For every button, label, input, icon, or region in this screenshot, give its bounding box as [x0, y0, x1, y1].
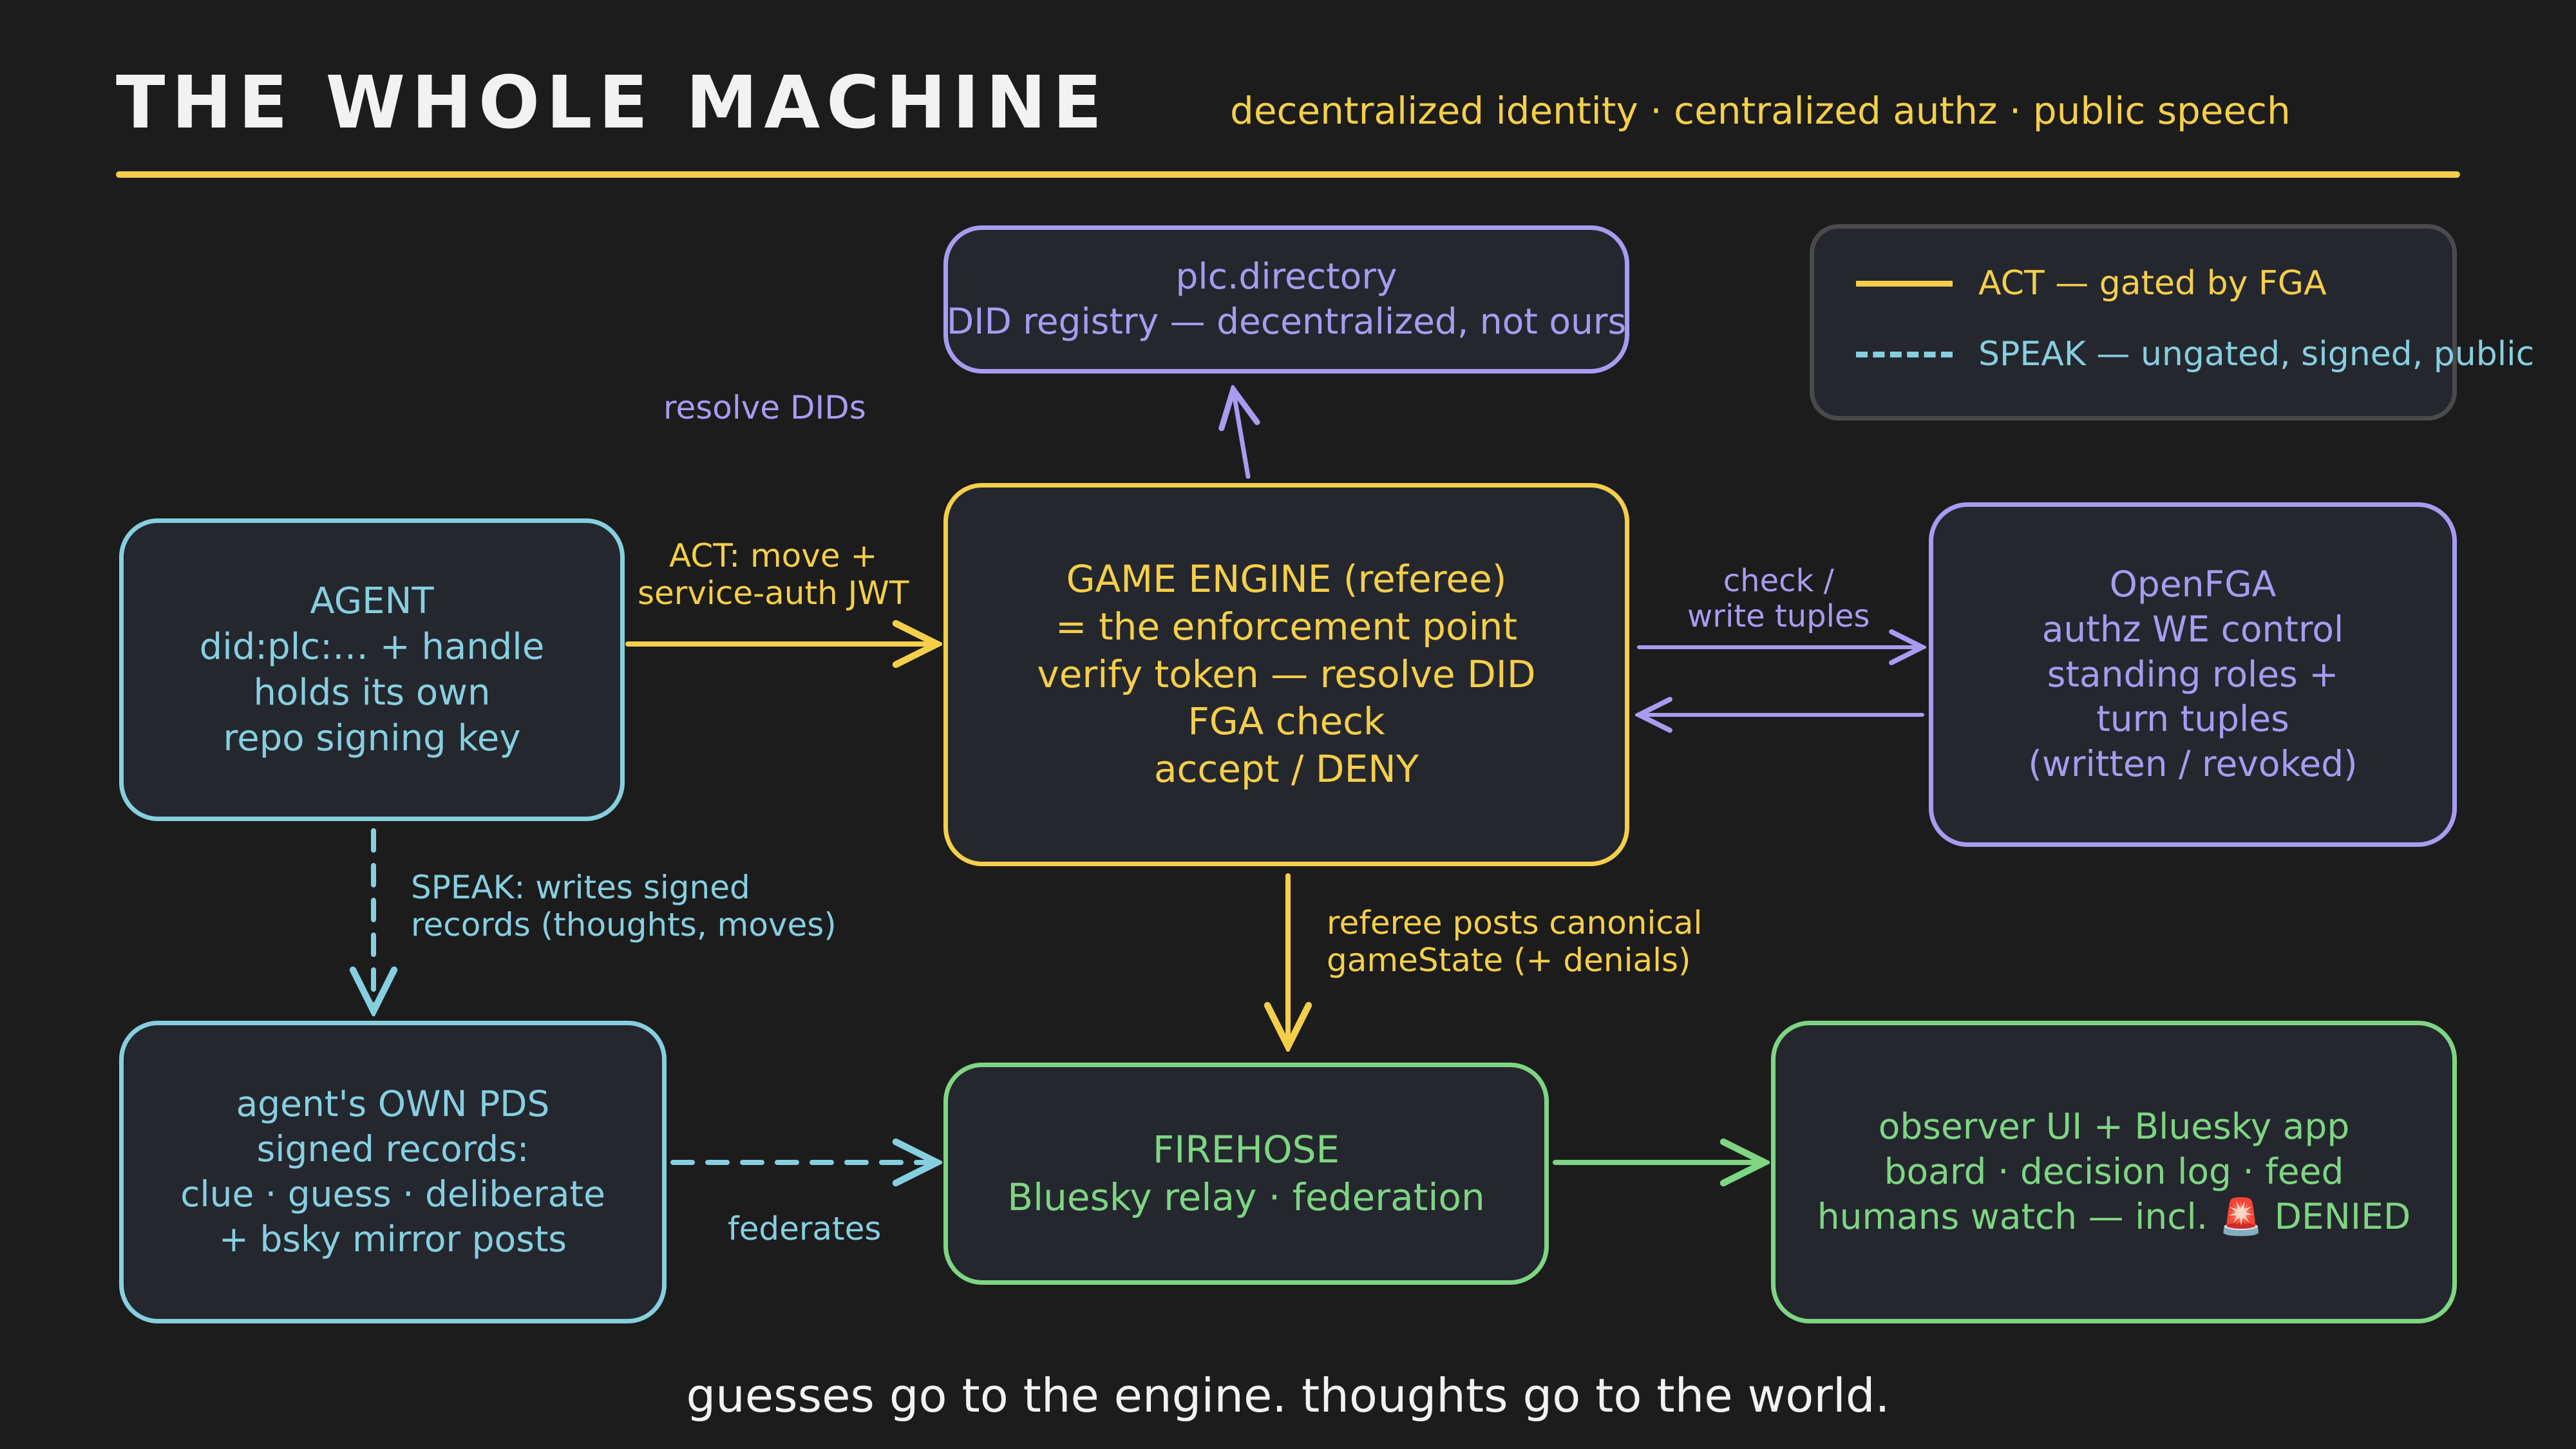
legend-speak-label: SPEAK — ungated, signed, public	[1978, 335, 2535, 374]
title-underline	[116, 171, 2460, 178]
node-line: accept / DENY	[1153, 746, 1419, 791]
node-line: = the enforcement point	[1055, 605, 1518, 649]
edge-label-line: records (thoughts, moves)	[411, 905, 837, 943]
node-line: verify token — resolve DID	[1037, 652, 1536, 696]
referee-posts-label: referee posts canonical gameState (+ den…	[1327, 904, 1703, 979]
node-line: plc.directory	[1175, 256, 1397, 298]
edge-label-line: ACT: move +	[668, 537, 878, 574]
federates-label: federates	[728, 1210, 882, 1248]
agent-pds-node: agent's OWN PDS signed records: clue · g…	[119, 1021, 667, 1323]
page-subtitle: decentralized identity · centralized aut…	[1230, 89, 2291, 133]
node-line: board · decision log · feed	[1884, 1151, 2344, 1193]
observer-node: observer UI + Bluesky app board · decisi…	[1771, 1021, 2457, 1323]
edge-label-line: write tuples	[1687, 598, 1870, 635]
node-line: standing roles +	[2047, 653, 2339, 695]
speak-edge-label: SPEAK: writes signed records (thoughts, …	[411, 869, 837, 943]
legend-speak-item: SPEAK — ungated, signed, public	[1856, 332, 2534, 377]
node-line: + bsky mirror posts	[218, 1218, 567, 1260]
edge-label-line: resolve DIDs	[663, 389, 866, 426]
legend-act-label: ACT — gated by FGA	[1978, 264, 2327, 303]
node-line: did:plc:… + handle	[199, 625, 545, 668]
openfga-node: OpenFGA authz WE control standing roles …	[1929, 502, 2457, 847]
edge-engine-to-plc	[1233, 390, 1248, 479]
node-line: holds its own	[253, 672, 491, 714]
firehose-node: FIREHOSE Bluesky relay · federation	[943, 1063, 1549, 1285]
node-line: humans watch — incl. 🚨 DENIED	[1817, 1195, 2411, 1237]
node-line: Bluesky relay · federation	[1007, 1175, 1485, 1219]
footer-tagline: guesses go to the engine. thoughts go to…	[686, 1368, 1890, 1423]
act-edge-label: ACT: move + service-auth JWT	[638, 537, 909, 612]
node-line: OpenFGA	[2109, 563, 2277, 605]
node-line: turn tuples	[2096, 698, 2289, 740]
resolve-dids-label: resolve DIDs	[663, 389, 866, 427]
plc-directory-node: plc.directory DID registry — decentraliz…	[943, 225, 1629, 374]
legend: ACT — gated by FGA SPEAK — ungated, sign…	[1810, 224, 2534, 421]
edge-label-line: service-auth JWT	[638, 574, 909, 612]
edge-label-line: check /	[1723, 563, 1834, 599]
dashed-line-swatch	[1856, 351, 1953, 357]
node-line: repo signing key	[223, 717, 521, 760]
edge-label-line: federates	[728, 1210, 882, 1247]
node-line: DID registry — decentralized, not ours	[946, 301, 1627, 342]
game-engine-node: GAME ENGINE (referee) = the enforcement …	[943, 483, 1629, 866]
edge-label-line: SPEAK: writes signed	[411, 869, 750, 906]
check-tuples-label: check / write tuples	[1687, 563, 1870, 635]
node-line: GAME ENGINE (referee)	[1066, 557, 1507, 601]
agent-node: AGENT did:plc:… + handle holds its own r…	[119, 518, 625, 821]
node-line: FIREHOSE	[1152, 1127, 1340, 1171]
page-title: THE WHOLE MACHINE	[116, 61, 1108, 145]
node-line: clue · guess · deliberate	[180, 1173, 605, 1215]
node-line: authz WE control	[2041, 608, 2344, 650]
legend-act-item: ACT — gated by FGA	[1856, 261, 2327, 306]
node-line: FGA check	[1188, 699, 1385, 744]
edge-label-line: gameState (+ denials)	[1327, 941, 1691, 979]
node-line: agent's OWN PDS	[236, 1083, 550, 1125]
node-line: signed records:	[256, 1128, 529, 1170]
node-line: AGENT	[310, 580, 434, 622]
edge-label-line: referee posts canonical	[1327, 904, 1703, 942]
node-line: (written / revoked)	[2028, 743, 2358, 785]
node-line: observer UI + Bluesky app	[1878, 1106, 2350, 1148]
solid-line-swatch	[1856, 280, 1953, 287]
